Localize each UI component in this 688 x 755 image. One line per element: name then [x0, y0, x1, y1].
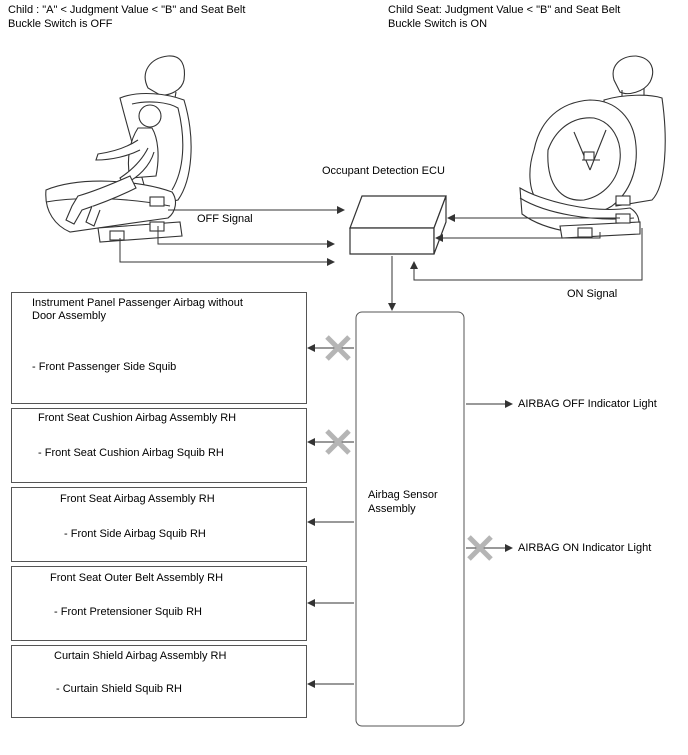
component-item: - Front Pretensioner Squib RH	[54, 606, 202, 618]
component-title: Curtain Shield Airbag Assembly RH	[54, 650, 227, 662]
airbag-sensor-box	[355, 311, 465, 727]
component-title: Front Seat Airbag Assembly RH	[60, 493, 215, 505]
occupant-detection-ecu-block	[349, 195, 447, 255]
component-title: Front Seat Outer Belt Assembly RH	[50, 572, 224, 584]
blocked-x-airbag-on-light	[467, 535, 493, 561]
component-item: - Front Side Airbag Squib RH	[64, 528, 206, 540]
blocked-x-marks	[325, 335, 493, 561]
airbag-sensor-label: Airbag Sensor Assembly	[368, 489, 438, 515]
right-condition-label: Child Seat: Judgment Value < "B" and Sea…	[388, 4, 621, 30]
component-item: - Front Passenger Side Squib	[32, 361, 177, 373]
airbag-off-indicator-label: AIRBAG OFF Indicator Light	[518, 398, 657, 410]
on-signal-label: ON Signal	[567, 288, 618, 300]
component-box-passenger-airbag: Instrument Panel Passenger Airbag withou…	[11, 292, 307, 404]
component-box-seat-cushion-airbag: Front Seat Cushion Airbag Assembly RH - …	[11, 408, 307, 483]
blocked-x-passenger-airbag	[325, 335, 351, 361]
component-title: Front Seat Cushion Airbag Assembly RH	[38, 412, 237, 424]
right-seat-with-child-seat-illustration	[519, 55, 666, 239]
component-box-curtain-shield: Curtain Shield Airbag Assembly RH - Curt…	[11, 645, 307, 718]
off-signal-label: OFF Signal	[197, 213, 253, 225]
component-box-outer-belt: Front Seat Outer Belt Assembly RH - Fron…	[11, 566, 307, 641]
component-item: - Curtain Shield Squib RH	[56, 683, 182, 695]
component-box-seat-airbag: Front Seat Airbag Assembly RH - Front Si…	[11, 487, 307, 562]
component-item: - Front Seat Cushion Airbag Squib RH	[38, 447, 224, 459]
blocked-x-seat-cushion-airbag	[325, 429, 351, 455]
component-title: Instrument Panel Passenger Airbag withou…	[32, 297, 243, 322]
airbag-on-indicator-label: AIRBAG ON Indicator Light	[518, 542, 652, 554]
left-condition-label: Child : "A" < Judgment Value < "B" and S…	[8, 4, 246, 30]
left-seat-with-child-illustration	[45, 55, 192, 243]
ecu-label: Occupant Detection ECU	[322, 165, 445, 177]
